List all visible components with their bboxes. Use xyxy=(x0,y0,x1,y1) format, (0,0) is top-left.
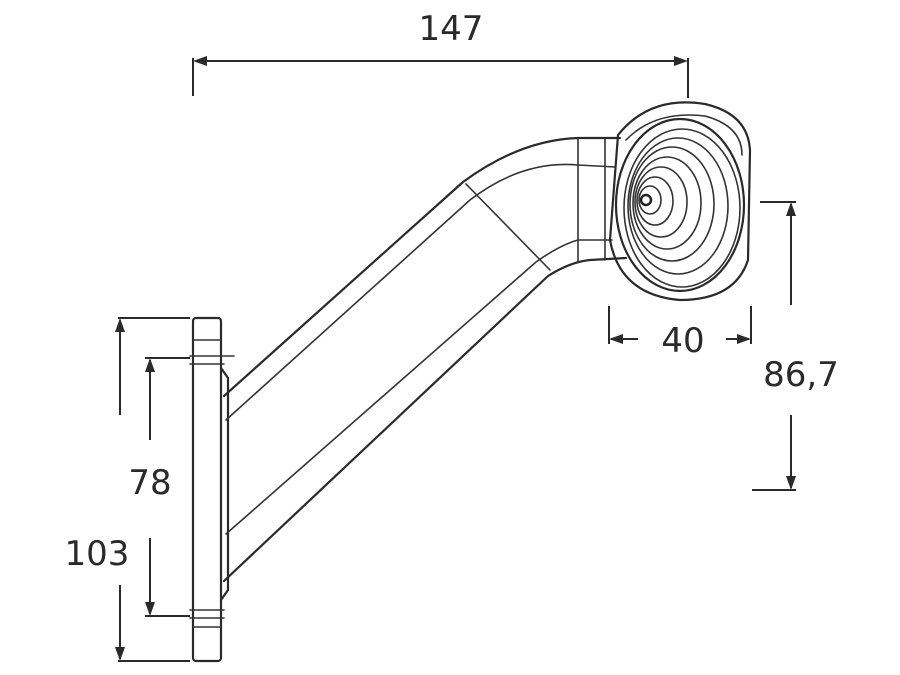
dimension-overall-width: 147 xyxy=(192,9,689,98)
arrow-top xyxy=(786,202,796,216)
arrow-bottom xyxy=(115,647,125,661)
arm-lower-inner-edge xyxy=(225,239,613,535)
dimension-hole-spacing: 78 xyxy=(128,357,190,617)
arrow-right xyxy=(674,56,688,66)
arm-upper-inner-edge xyxy=(225,163,616,421)
lens-ring-6 xyxy=(636,176,674,226)
dimension-lens-width: 40 xyxy=(608,306,752,361)
overall-width-label: 147 xyxy=(419,9,484,49)
lens-ring-4 xyxy=(632,156,702,250)
lens-width-label: 40 xyxy=(661,321,704,361)
lens-ring-1 xyxy=(623,128,741,288)
lamp-housing-rim xyxy=(625,114,743,156)
base-height-label: 103 xyxy=(65,534,130,574)
lens-height-label: 86,7 xyxy=(763,355,839,395)
lens-ring-7 xyxy=(638,185,662,215)
arrow-top xyxy=(115,318,125,332)
hole-spacing-label: 78 xyxy=(128,463,171,503)
lens-ring-5 xyxy=(634,166,688,238)
lens-outline xyxy=(614,117,746,293)
lamp-head xyxy=(608,101,752,302)
arrow-top xyxy=(145,358,155,372)
lamp-arm xyxy=(222,136,628,583)
arrow-bottom xyxy=(145,602,155,616)
base-plate-outline xyxy=(191,316,223,663)
arrow-left xyxy=(193,56,207,66)
lens-ring-2 xyxy=(627,137,729,275)
arrow-bottom xyxy=(786,476,796,490)
arm-bend-seam xyxy=(465,183,551,271)
lens-center xyxy=(639,193,653,207)
dimension-lens-height: 86,7 xyxy=(752,201,839,491)
mounting-base xyxy=(189,316,235,663)
lamp-housing-outline xyxy=(608,101,752,302)
arrow-left xyxy=(609,334,623,344)
arm-lower-edge xyxy=(222,256,628,583)
dimension-base-height: 103 xyxy=(65,317,190,662)
base-flange xyxy=(219,366,230,602)
lens-ring-3 xyxy=(629,146,715,262)
arm-upper-edge xyxy=(222,136,622,398)
arrow-right xyxy=(737,334,751,344)
